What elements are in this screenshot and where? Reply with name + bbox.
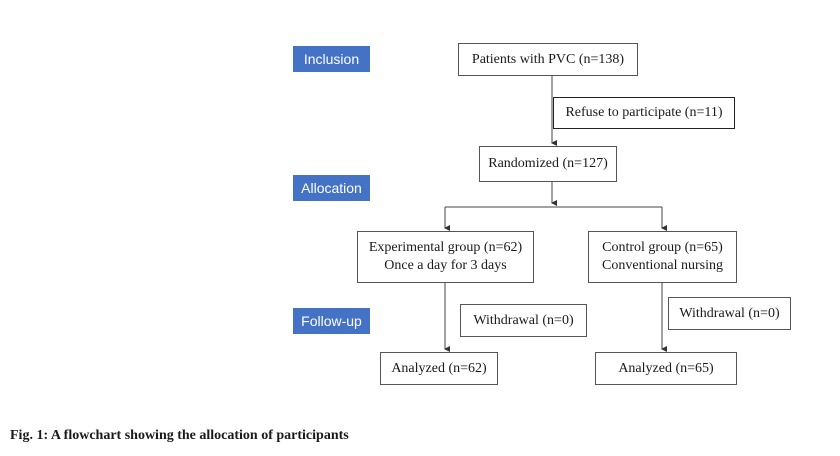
- box-refuse-text: Refuse to participate (n=11): [565, 105, 723, 120]
- box-withdrawal-right-text: Withdrawal (n=0): [679, 305, 780, 321]
- box-analyzed-right-text: Analyzed (n=65): [618, 360, 714, 376]
- box-experimental-line1: Experimental group (n=62): [368, 240, 523, 255]
- box-control-group: Control group (n=65) Conventional nursin…: [588, 231, 737, 283]
- box-patients-text: Patients with PVC (n=138): [471, 51, 625, 67]
- box-analyzed-right: Analyzed (n=65): [595, 352, 737, 385]
- stage-label-inclusion: Inclusion: [293, 46, 370, 72]
- box-analyzed-left: Analyzed (n=62): [380, 352, 498, 385]
- box-randomized-text: Randomized (n=127): [488, 156, 608, 171]
- box-experimental-group: Experimental group (n=62) Once a day for…: [357, 231, 534, 283]
- box-withdrawal-right: Withdrawal (n=0): [668, 297, 791, 330]
- box-refuse: Refuse to participate (n=11): [553, 97, 735, 129]
- stage-label-allocation: Allocation: [293, 175, 370, 201]
- box-patients: Patients with PVC (n=138): [458, 43, 638, 76]
- box-analyzed-left-text: Analyzed (n=62): [391, 360, 487, 376]
- box-randomized: Randomized (n=127): [479, 146, 617, 182]
- box-experimental-line2: Once a day for 3 days: [384, 258, 507, 273]
- box-control-line1: Control group (n=65): [602, 240, 723, 255]
- box-control-line2: Conventional nursing: [602, 258, 723, 273]
- box-withdrawal-left: Withdrawal (n=0): [460, 304, 587, 337]
- figure-caption: Fig. 1: A flowchart showing the allocati…: [10, 428, 349, 443]
- stage-label-followup: Follow-up: [293, 308, 370, 334]
- box-withdrawal-left-text: Withdrawal (n=0): [473, 312, 574, 328]
